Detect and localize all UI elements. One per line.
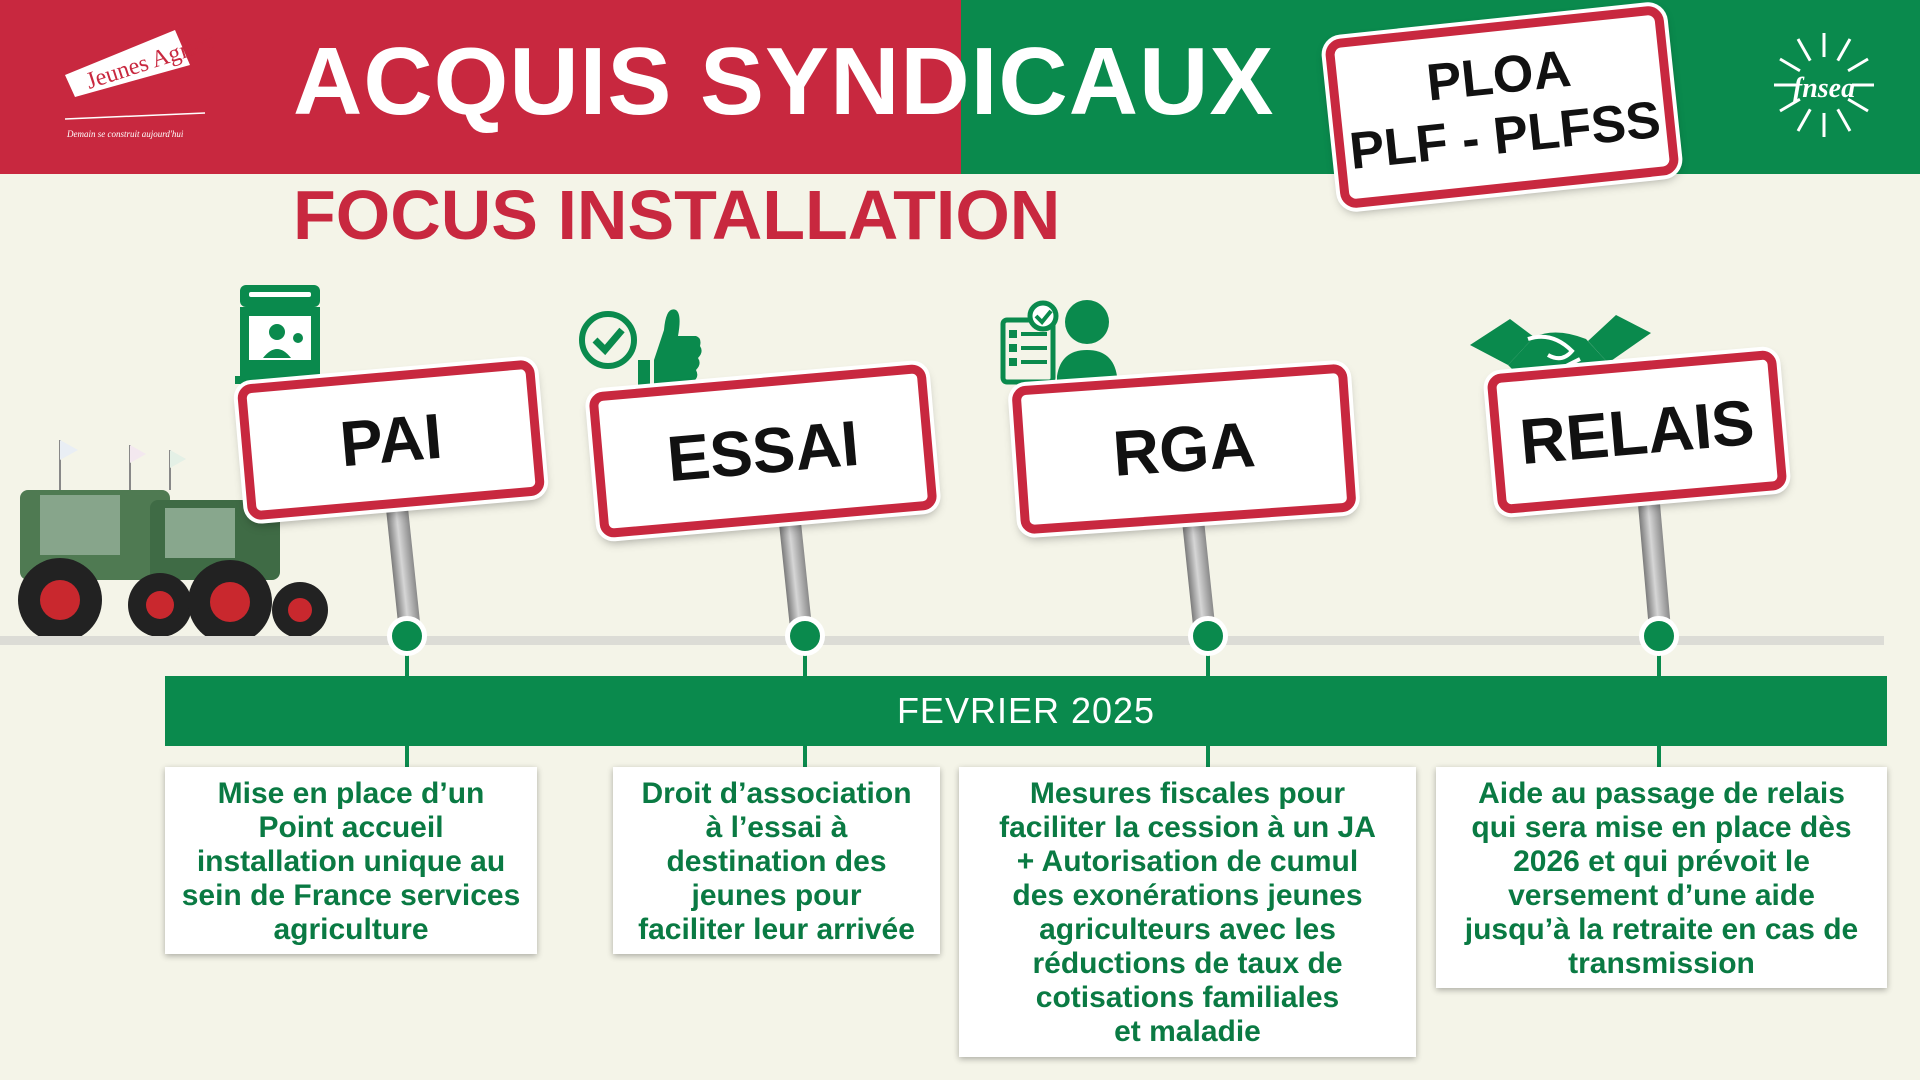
timeline-dot-rga	[1188, 616, 1228, 656]
header-red-band	[0, 0, 961, 174]
description-rga: Mesures fiscales pour faciliter la cessi…	[959, 767, 1416, 1057]
logo-tagline: Demain se construit aujourd'hui	[66, 129, 184, 139]
sign-essai-label: ESSAI	[664, 406, 862, 496]
description-relais: Aide au passage de relais qui sera mise …	[1436, 767, 1887, 988]
sign-relais-label: RELAIS	[1516, 385, 1758, 479]
ploa-sign: PLOA PLF - PLFSS	[1324, 4, 1680, 210]
timeline-dot-pai	[387, 616, 427, 656]
timeline-line	[0, 636, 1884, 645]
tractors-illustration	[18, 440, 328, 644]
timeline-date-label: FEVRIER 2025	[896, 690, 1156, 731]
jeunes-agriculteurs-logo: Jeunes Agriculteurs Demain se construit …	[64, 25, 215, 139]
fnsea-logo: fnsea	[1774, 33, 1874, 137]
description-pai: Mise en place d’un Point accueil install…	[165, 767, 537, 954]
fnsea-logo-text: fnsea	[1793, 73, 1855, 104]
sign-pai: PAI	[236, 359, 546, 521]
description-essai: Droit d’association à l’essai à destinat…	[613, 767, 940, 954]
page-subtitle: FOCUS INSTALLATION	[293, 176, 1061, 254]
sign-relais: RELAIS	[1486, 349, 1788, 515]
timeline-dot-relais	[1639, 616, 1679, 656]
sign-rga: RGA	[1011, 363, 1357, 535]
sign-rga-label: RGA	[1110, 408, 1258, 490]
page-title: ACQUIS SYNDICAUX	[293, 28, 1275, 135]
timeline-dot-essai	[785, 616, 825, 656]
sign-essai: ESSAI	[588, 363, 938, 539]
sign-pai-label: PAI	[337, 399, 445, 481]
timeline-date-band: FEVRIER 2025	[165, 676, 1887, 746]
